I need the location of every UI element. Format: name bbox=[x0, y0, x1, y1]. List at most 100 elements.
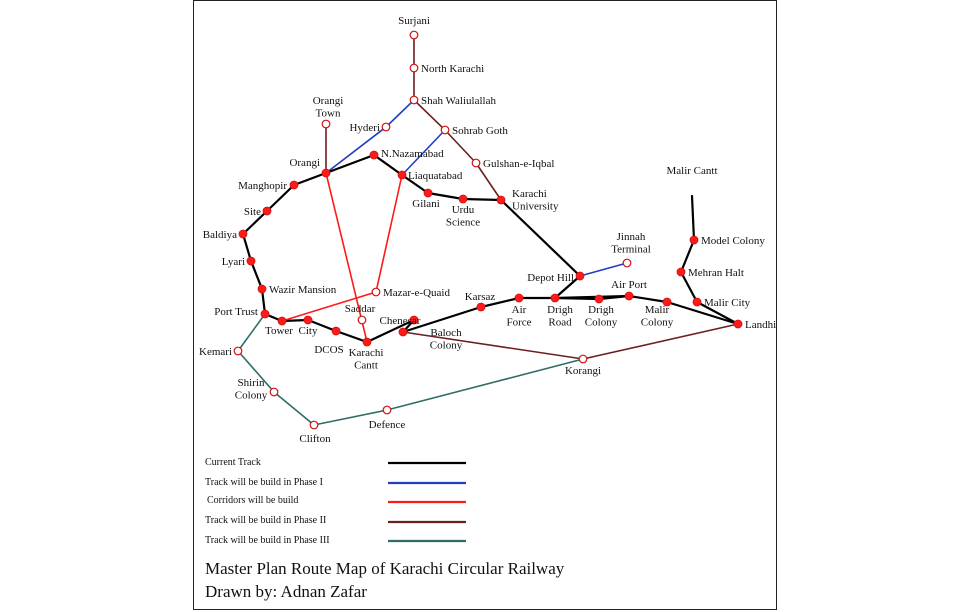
station-label-karsaz: Karsaz bbox=[465, 291, 496, 303]
station-marker-orangi bbox=[321, 168, 331, 178]
station-label-lyari: Lyari bbox=[222, 256, 245, 268]
station-label-line: Lyari bbox=[222, 256, 245, 268]
station-label-line: Manghopir bbox=[238, 180, 287, 192]
station-label-landhi: Landhi bbox=[745, 319, 776, 331]
station-label-line: Port Trust bbox=[214, 306, 258, 318]
station-marker-drigh-road bbox=[550, 293, 560, 303]
station-marker-sohrab-goth bbox=[440, 125, 450, 135]
station-label-line: City bbox=[299, 325, 318, 337]
station-marker-mehran-halt bbox=[676, 267, 686, 277]
station-label-line: Science bbox=[446, 217, 480, 229]
station-label-dcos: DCOS bbox=[314, 344, 343, 356]
station-label-malir-city: Malir City bbox=[704, 297, 751, 309]
station-label-wazir-mansion: Wazir Mansion bbox=[269, 284, 337, 296]
station-marker-site bbox=[262, 206, 272, 216]
station-label-shah-waliullah: Shah Waliulallah bbox=[421, 95, 496, 107]
stations-layer bbox=[233, 30, 743, 430]
station-label-line: Korangi bbox=[565, 365, 601, 377]
station-label-line: Town bbox=[316, 108, 341, 120]
station-label-north-karachi: North Karachi bbox=[421, 63, 484, 75]
station-marker-lyari bbox=[246, 256, 256, 266]
station-label-line: Drigh bbox=[588, 304, 614, 316]
station-marker-n-nazamabad bbox=[369, 150, 379, 160]
station-label-line: Wazir Mansion bbox=[269, 284, 337, 296]
station-label-liaquatabad: Liaquatabad bbox=[408, 170, 463, 182]
station-marker-tower bbox=[277, 316, 287, 326]
station-label-saddar: Saddar bbox=[345, 303, 376, 315]
station-label-line: DCOS bbox=[314, 344, 343, 356]
station-label-line: Liaquatabad bbox=[408, 170, 463, 182]
station-label-line: Cantt bbox=[354, 360, 378, 372]
station-label-line: Karachi bbox=[512, 188, 547, 200]
station-marker-wazir-mansion bbox=[257, 284, 267, 294]
legend-label-current: Current Track bbox=[205, 457, 261, 468]
station-label-defence: Defence bbox=[369, 419, 406, 431]
station-label-malir-cantt: Malir Cantt bbox=[666, 165, 717, 177]
track-phase1-2 bbox=[401, 129, 446, 176]
station-marker-north-karachi bbox=[409, 63, 419, 73]
station-label-clifton: Clifton bbox=[299, 433, 331, 445]
track-phase1-7 bbox=[579, 262, 628, 277]
station-marker-saddar bbox=[357, 315, 367, 325]
station-marker-malir-city bbox=[692, 297, 702, 307]
station-label-line: Malir Cantt bbox=[666, 165, 717, 177]
station-label-manghopir: Manghopir bbox=[238, 180, 287, 192]
map-title: Master Plan Route Map of Karachi Circula… bbox=[205, 559, 565, 578]
station-marker-shirin-colony bbox=[269, 387, 279, 397]
station-label-line: Saddar bbox=[345, 303, 376, 315]
station-label-line: Shirin bbox=[238, 377, 265, 389]
station-label-tower: Tower bbox=[265, 325, 293, 337]
station-marker-kemari bbox=[233, 346, 243, 356]
station-marker-air-port bbox=[624, 291, 634, 301]
station-label-line: Road bbox=[548, 317, 572, 329]
station-label-line: Shah Waliulallah bbox=[421, 95, 496, 107]
station-label-line: Jinnah bbox=[617, 231, 646, 243]
station-marker-mazar-e-quaid bbox=[371, 287, 381, 297]
station-label-line: Colony bbox=[641, 317, 674, 329]
station-marker-karsaz bbox=[476, 302, 486, 312]
station-marker-surjani bbox=[409, 30, 419, 40]
station-label-line: Site bbox=[244, 206, 261, 218]
station-marker-gilani bbox=[423, 188, 433, 198]
station-label-line: Kemari bbox=[199, 346, 232, 358]
station-label-line: Landhi bbox=[745, 319, 776, 331]
station-label-line: N.Nazamabad bbox=[381, 148, 444, 160]
station-label-line: North Karachi bbox=[421, 63, 484, 75]
station-marker-hyderi bbox=[381, 122, 391, 132]
station-label-line: Gilani bbox=[412, 198, 440, 210]
station-label-line: Gulshan-e-Iqbal bbox=[483, 158, 554, 170]
station-label-line: Malir City bbox=[704, 297, 751, 309]
station-label-line: Urdu bbox=[452, 204, 475, 216]
station-marker-air-force bbox=[514, 293, 524, 303]
station-label-line: Sohrab Goth bbox=[452, 125, 508, 137]
station-label-line: University bbox=[512, 201, 559, 213]
station-label-line: Force bbox=[506, 317, 531, 329]
station-label-chenesar: Chenesar bbox=[380, 315, 421, 327]
station-label-line: Karachi bbox=[349, 347, 384, 359]
station-label-line: Colony bbox=[585, 317, 618, 329]
station-marker-liaquatabad bbox=[397, 170, 407, 180]
station-marker-manghopir bbox=[289, 180, 299, 190]
track-corridor-9 bbox=[281, 174, 403, 322]
station-label-surjani: Surjani bbox=[398, 15, 430, 27]
legend-label-phase1: Track will be build in Phase I bbox=[205, 477, 323, 488]
station-marker-port-trust bbox=[260, 309, 270, 319]
station-label-line: Tower bbox=[265, 325, 293, 337]
station-label-line: Orangi bbox=[313, 95, 344, 107]
station-label-n-nazamabad: N.Nazamabad bbox=[381, 148, 444, 160]
station-label-line: Hyderi bbox=[349, 122, 380, 134]
station-label-line: Chenesar bbox=[380, 315, 421, 327]
station-label-line: Colony bbox=[235, 390, 268, 402]
station-label-line: Model Colony bbox=[701, 235, 765, 247]
station-label-gulshan: Gulshan-e-Iqbal bbox=[483, 158, 554, 170]
station-label-model-colony: Model Colony bbox=[701, 235, 765, 247]
station-label-air-port: Air Port bbox=[611, 279, 647, 291]
legend: Current Track Track will be build in Pha… bbox=[205, 457, 466, 546]
station-marker-shah-waliullah bbox=[409, 95, 419, 105]
